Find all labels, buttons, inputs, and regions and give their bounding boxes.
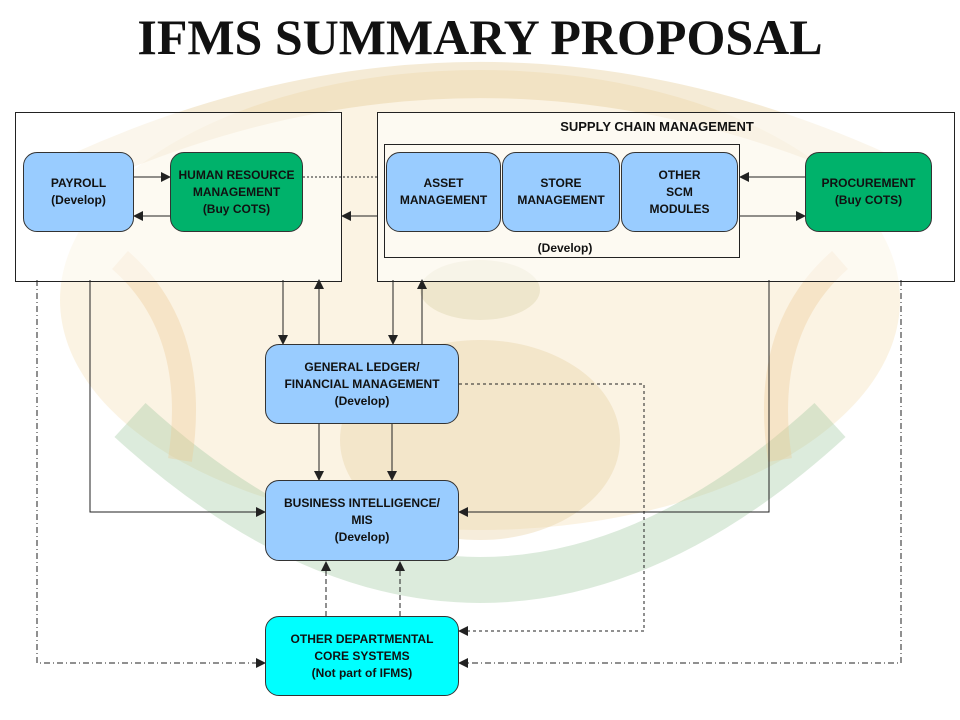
arrow-scm-group-to-bi — [458, 280, 770, 517]
develop-subgroup — [384, 144, 740, 258]
payroll-box[interactable]: PAYROLL (Develop) — [23, 152, 134, 232]
other-departmental-systems-box[interactable]: OTHER DEPARTMENTAL CORE SYSTEMS (Not par… — [265, 616, 459, 696]
page-title: IFMS SUMMARY PROPOSAL — [137, 9, 823, 65]
arrow-hr-group-to-bi — [89, 280, 266, 517]
other-scm-modules-label: OTHER SCM MODULES — [649, 167, 710, 216]
develop-subgroup-label: (Develop) — [537, 241, 593, 255]
store-management-label: STORE MANAGEMENT — [517, 176, 605, 207]
dashdot-scm-group-to-other-dept — [458, 280, 902, 668]
asset-management-box[interactable]: ASSET MANAGEMENT — [386, 152, 501, 232]
hr-management-box[interactable]: HUMAN RESOURCE MANAGEMENT (Buy COTS) — [170, 152, 303, 232]
supply-chain-label: SUPPLY CHAIN MANAGEMENT — [560, 119, 754, 134]
procurement-box[interactable]: PROCUREMENT (Buy COTS) — [805, 152, 932, 232]
other-departmental-systems-label: OTHER DEPARTMENTAL CORE SYSTEMS (Not par… — [290, 631, 434, 680]
hr-management-label: HUMAN RESOURCE MANAGEMENT (Buy COTS) — [178, 167, 295, 216]
payroll-label: PAYROLL (Develop) — [50, 176, 107, 207]
general-ledger-box[interactable]: GENERAL LEDGER/ FINANCIAL MANAGEMENT (De… — [265, 344, 459, 424]
store-management-box[interactable]: STORE MANAGEMENT — [502, 152, 620, 232]
asset-management-label: ASSET MANAGEMENT — [399, 176, 488, 207]
dashdot-hr-group-to-other-dept — [36, 280, 266, 668]
general-ledger-label: GENERAL LEDGER/ FINANCIAL MANAGEMENT (De… — [284, 359, 440, 408]
other-scm-modules-box[interactable]: OTHER SCM MODULES — [621, 152, 738, 232]
dashed-gl-to-other-dept — [458, 383, 645, 636]
business-intelligence-box[interactable]: BUSINESS INTELLIGENCE/ MIS (Develop) — [265, 480, 459, 561]
procurement-label: PROCUREMENT (Buy COTS) — [821, 176, 916, 207]
business-intelligence-label: BUSINESS INTELLIGENCE/ MIS (Develop) — [283, 496, 441, 544]
